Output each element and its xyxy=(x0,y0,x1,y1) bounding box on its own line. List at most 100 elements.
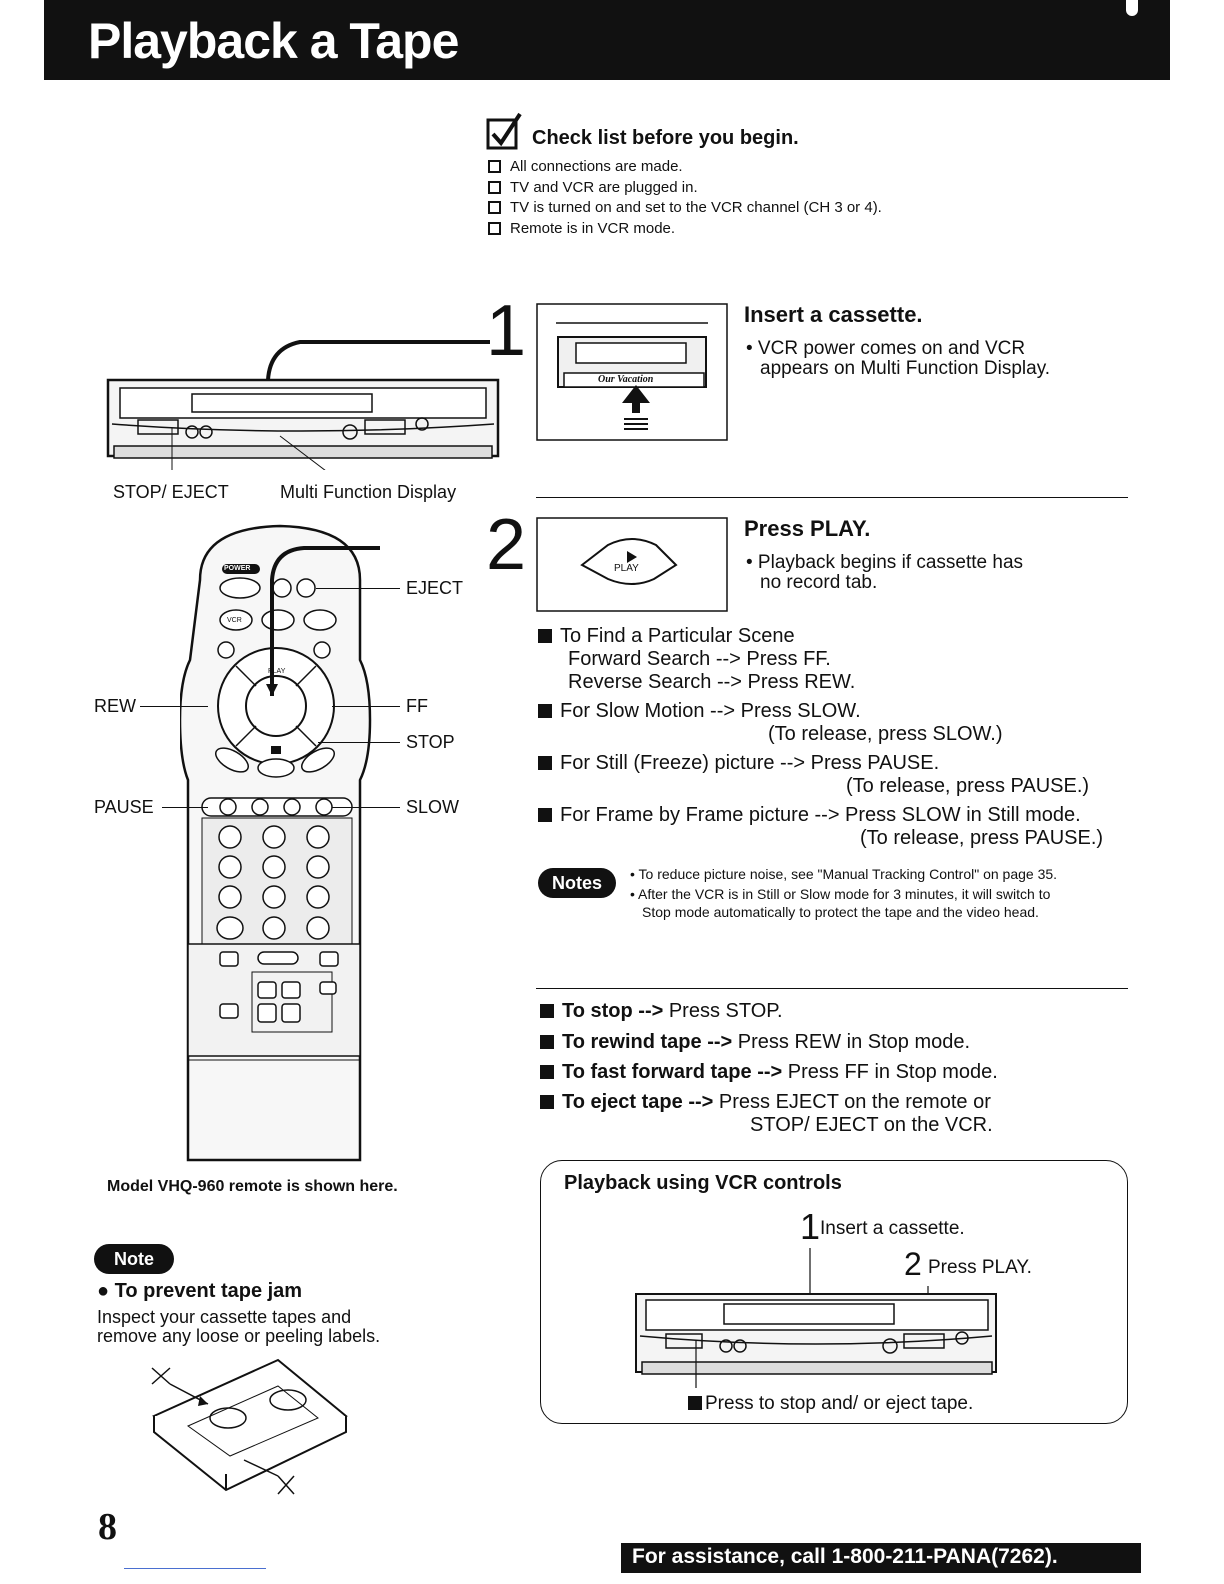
tip-slow: For Slow Motion --> Press SLOW. xyxy=(538,700,861,723)
cassette-tape-illustration xyxy=(151,1358,348,1495)
page-title: Playback a Tape xyxy=(88,13,459,69)
vcr-controls-title: Playback using VCR controls xyxy=(564,1172,842,1194)
display-label: Multi Function Display xyxy=(280,482,457,502)
action-eject: To eject tape --> Press EJECT on the rem… xyxy=(540,1091,991,1114)
vcr-front-illustration xyxy=(635,1248,997,1388)
square-bullet-icon xyxy=(538,808,552,822)
checkbox-icon xyxy=(488,181,501,194)
eject-label: EJECT xyxy=(406,578,464,598)
power-button-label: POWER xyxy=(224,565,251,572)
header-bar xyxy=(44,0,1170,80)
action-rewind: To rewind tape --> Press REW in Stop mod… xyxy=(540,1031,970,1054)
checklist-item-text: Remote is in VCR mode. xyxy=(510,220,676,237)
pause-label: PAUSE xyxy=(94,797,154,817)
vcr-controls-step1: Insert a cassette. xyxy=(820,1218,965,1239)
tip-still-release: (To release, press PAUSE.) xyxy=(846,775,1090,797)
action-ff-bold: To fast forward tape --> xyxy=(562,1061,783,1083)
checkbox-icon xyxy=(488,201,501,214)
callout-line xyxy=(316,588,400,589)
step2-bullet-line2: no record tab. xyxy=(760,572,878,593)
footer-bar xyxy=(621,1543,1141,1573)
tip-still: For Still (Freeze) picture --> Press PAU… xyxy=(538,752,939,775)
square-bullet-icon xyxy=(538,756,552,770)
ff-label: FF xyxy=(406,696,428,716)
checklist-item: All connections are made. xyxy=(488,158,683,175)
vcr-controls-box xyxy=(540,1160,1128,1424)
step1-title: Insert a cassette. xyxy=(744,302,923,327)
slow-label: SLOW xyxy=(406,797,460,817)
square-bullet-icon xyxy=(540,1065,554,1079)
tip-slow-release: (To release, press SLOW.) xyxy=(768,723,1003,745)
notes-badge: Notes xyxy=(538,868,616,898)
checkbox-icon xyxy=(488,160,501,173)
corner-mark xyxy=(1126,0,1138,16)
stop-note-text: Press to stop and/ or eject tape. xyxy=(705,1393,974,1414)
vcr-controls-step2: Press PLAY. xyxy=(928,1257,1032,1278)
tip-frame-release: (To release, press PAUSE.) xyxy=(860,827,1104,849)
checklist-item: TV is turned on and set to the VCR chann… xyxy=(488,199,882,216)
vcr-button-label: VCR xyxy=(227,617,242,624)
note-badge: Note xyxy=(94,1244,174,1274)
play-key-label: PLAY xyxy=(268,668,286,675)
tip-slow-text: For Slow Motion --> Press SLOW. xyxy=(560,700,861,722)
vcr-controls-step1-number: 1 xyxy=(800,1206,821,1247)
step1-bullet-line2: appears on Multi Function Display. xyxy=(760,358,1051,379)
checklist-title: Check list before you begin. xyxy=(532,127,799,149)
tip-frame: For Frame by Frame picture --> Press SLO… xyxy=(538,804,1081,827)
notes-line1: • To reduce picture noise, see "Manual T… xyxy=(630,866,1058,882)
checklist-item-text: TV and VCR are plugged in. xyxy=(510,179,698,196)
play-button-illustration xyxy=(536,517,728,612)
action-stop-bold: To stop --> xyxy=(562,1000,664,1022)
remote-caption: Model VHQ-960 remote is shown here. xyxy=(107,1178,398,1195)
action-ff: To fast forward tape --> Press FF in Sto… xyxy=(540,1061,998,1084)
tape-note-title: ● To prevent tape jam xyxy=(97,1280,303,1302)
tip-find-text: To Find a Particular Scene xyxy=(560,625,795,647)
square-bullet-icon xyxy=(688,1396,702,1410)
checklist-item-text: TV is turned on and set to the VCR chann… xyxy=(510,199,882,216)
action-ff-text: Press FF in Stop mode. xyxy=(782,1061,998,1083)
callout-line xyxy=(332,706,400,707)
divider xyxy=(536,988,1128,989)
assistance-text: For assistance, call 1-800-211-PANA(7262… xyxy=(632,1545,1058,1568)
square-bullet-icon xyxy=(540,1095,554,1109)
callout-line xyxy=(162,807,208,808)
notes-line3: Stop mode automatically to protect the t… xyxy=(642,904,1039,920)
play-button-label: PLAY xyxy=(614,563,639,574)
remote-control-illustration xyxy=(180,524,380,1162)
cassette-label: Our Vacation xyxy=(598,374,654,385)
stop-label: STOP xyxy=(406,732,455,752)
action-eject-line2: STOP/ EJECT on the VCR. xyxy=(750,1114,993,1136)
tip-find: To Find a Particular Scene xyxy=(538,625,795,648)
tip-still-text: For Still (Freeze) picture --> Press PAU… xyxy=(560,752,940,774)
cassette-insert-illustration xyxy=(536,303,728,441)
checklist-item: TV and VCR are plugged in. xyxy=(488,179,698,196)
tip-reverse: Reverse Search --> Press REW. xyxy=(568,671,856,693)
bottom-rule xyxy=(124,1568,266,1569)
checklist-item: Remote is in VCR mode. xyxy=(488,220,675,237)
callout-line xyxy=(318,742,400,743)
square-bullet-icon xyxy=(540,1035,554,1049)
action-stop: To stop --> Press STOP. xyxy=(540,1000,783,1023)
checklist-item-text: All connections are made. xyxy=(510,158,683,175)
notes-line2: • After the VCR is in Still or Slow mode… xyxy=(630,886,1051,902)
vcr-illustration xyxy=(106,340,500,470)
tip-frame-text: For Frame by Frame picture --> Press SLO… xyxy=(560,804,1081,826)
step1-bullet-line1: • VCR power comes on and VCR xyxy=(746,338,1026,359)
square-bullet-icon xyxy=(538,629,552,643)
vcr-controls-step2-number: 2 xyxy=(904,1246,922,1282)
action-eject-bold: To eject tape --> xyxy=(562,1091,714,1113)
rew-label: REW xyxy=(94,696,136,716)
stop-eject-label: STOP/ EJECT xyxy=(113,482,229,502)
divider xyxy=(536,497,1128,498)
callout-line xyxy=(332,807,400,808)
tape-note-line2: remove any loose or peeling labels. xyxy=(97,1326,381,1346)
action-eject-text: Press EJECT on the remote or xyxy=(713,1091,991,1113)
checkbox-icon xyxy=(488,222,501,235)
action-rewind-text: Press REW in Stop mode. xyxy=(732,1031,971,1053)
callout-line xyxy=(140,706,208,707)
action-rewind-bold: To rewind tape --> xyxy=(562,1031,733,1053)
tape-note-line1: Inspect your cassette tapes and xyxy=(97,1307,352,1327)
square-bullet-icon xyxy=(540,1004,554,1018)
action-stop-text: Press STOP. xyxy=(663,1000,783,1022)
step2-number: 2 xyxy=(486,505,527,585)
